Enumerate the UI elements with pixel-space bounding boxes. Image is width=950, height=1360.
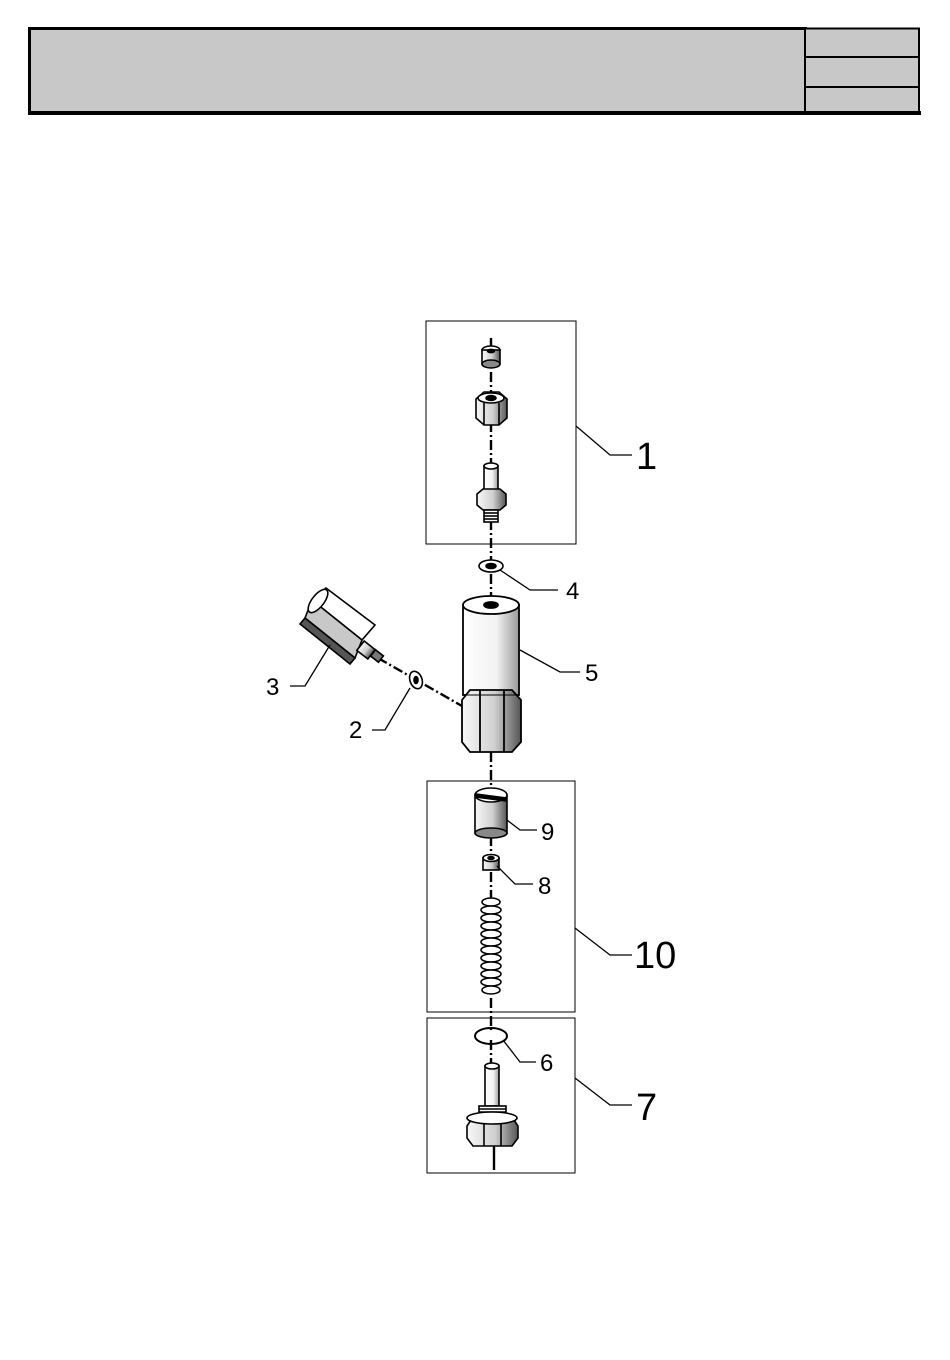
leader-line-2 bbox=[372, 688, 410, 730]
callout-9: 9 bbox=[541, 819, 554, 846]
side-cartridge-part-3 bbox=[300, 586, 383, 664]
leader-lines bbox=[290, 426, 632, 1105]
inlet-fitting-part bbox=[477, 463, 506, 522]
group-frame-1 bbox=[426, 321, 576, 544]
washer-part-4 bbox=[479, 560, 503, 572]
leader-line-4 bbox=[500, 570, 558, 590]
callout-2: 2 bbox=[349, 717, 362, 744]
housing-body-part-5 bbox=[462, 596, 521, 752]
callout-3: 3 bbox=[266, 674, 279, 701]
callout-7: 7 bbox=[636, 1087, 657, 1129]
spring-part bbox=[481, 898, 501, 994]
ferrule-part bbox=[482, 346, 500, 368]
callout-5: 5 bbox=[585, 660, 598, 687]
leader-line-1 bbox=[576, 426, 632, 455]
outlet-fitting-part-7 bbox=[467, 1063, 518, 1146]
washer-part-2 bbox=[407, 669, 424, 690]
leader-line-5 bbox=[520, 650, 580, 672]
callout-4: 4 bbox=[566, 578, 579, 605]
callout-1: 1 bbox=[636, 436, 657, 478]
callout-6: 6 bbox=[540, 1050, 553, 1077]
ball-part-8 bbox=[483, 855, 499, 871]
callout-10: 10 bbox=[634, 935, 676, 977]
leader-line-7 bbox=[575, 1078, 632, 1105]
leader-line-6 bbox=[503, 1040, 536, 1062]
center-axis bbox=[378, 338, 494, 1170]
leader-line-9 bbox=[507, 820, 537, 830]
leader-line-10 bbox=[575, 928, 632, 955]
valve-seat-part-9 bbox=[475, 788, 507, 838]
callout-8: 8 bbox=[538, 873, 551, 900]
leader-line-8 bbox=[497, 866, 533, 884]
leader-line-3 bbox=[290, 645, 330, 686]
compression-nut-part bbox=[476, 392, 507, 425]
